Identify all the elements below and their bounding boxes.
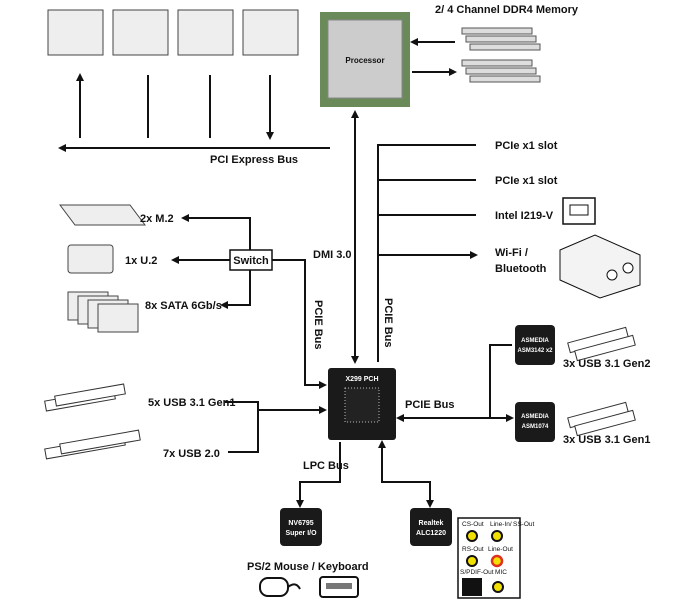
gpu-arrows <box>80 75 270 138</box>
lan-label: Intel I219-V <box>495 210 554 222</box>
asm3142-chip <box>515 325 555 365</box>
sata-label: 8x SATA 6Gb/s <box>145 300 222 312</box>
pcie-branch-lines <box>377 144 475 362</box>
dmi-label: DMI 3.0 <box>313 249 352 261</box>
usb31-gen1-left-label: 5x USB 3.1 Gen1 <box>148 397 235 409</box>
memory-label: 2/ 4 Channel DDR4 Memory <box>435 4 579 16</box>
pch-label: X299 PCH <box>345 376 378 383</box>
m2-label: 2x M.2 <box>140 213 174 225</box>
asm3142-label: ASMEDIA <box>521 338 549 344</box>
ethernet-port-icon <box>562 197 596 225</box>
wifi-label: Wi-Fi / <box>495 247 528 259</box>
audio-ss-out: SS-Out <box>513 521 535 528</box>
switch-box <box>229 249 273 271</box>
pcie-x1-slot-label-2: PCIe x1 slot <box>495 175 558 187</box>
superio-sub: Super I/O <box>285 530 317 537</box>
memory-arrows <box>412 42 455 72</box>
audio-line-out: Line-Out <box>488 546 513 553</box>
sata-drive-icon <box>67 291 139 333</box>
realtek-label: Realtek <box>419 520 444 527</box>
pcie-bus-center-label: PCIE Bus <box>382 298 394 348</box>
processor-chip: Processor <box>320 12 410 107</box>
audio-panel: CS-Out Line-In/ SS-Out RS-Out Line-Out S… <box>457 517 535 599</box>
realtek-chip <box>410 508 452 546</box>
audio-mic: MIC <box>495 569 507 576</box>
bluetooth-label: Bluetooth <box>495 263 547 275</box>
audio-rs-out: RS-Out <box>462 546 484 553</box>
usb-drive-icon <box>44 326 636 460</box>
asm1074-chip <box>515 402 555 442</box>
realtek-model: ALC1220 <box>416 530 446 537</box>
wifi-module-icon <box>559 234 641 299</box>
usb31-gen1-right-label: 3x USB 3.1 Gen1 <box>563 434 650 446</box>
keyboard-icon <box>319 576 359 598</box>
switch-label: Switch <box>233 255 269 267</box>
pci-express-bus-label: PCI Express Bus <box>210 154 298 166</box>
asm3142-model: ASM3142 x2 <box>517 348 553 354</box>
switch-pch-line <box>270 259 327 389</box>
usb31-gen2-label: 3x USB 3.1 Gen2 <box>563 358 650 370</box>
graphics-card-icon <box>47 9 299 56</box>
u2-drive-icon <box>67 244 114 274</box>
memory-module-icon <box>461 27 541 83</box>
m2-drive-icon <box>59 204 146 226</box>
audio-line-in: Line-In/ <box>490 521 512 528</box>
superio-label: NV6795 <box>288 520 313 527</box>
audio-spdif: S/PDIF-Out <box>460 569 494 576</box>
asm1074-label: ASMEDIA <box>521 414 549 420</box>
asm1074-model: ASM1074 <box>522 424 549 430</box>
u2-label: 1x U.2 <box>125 255 157 267</box>
usb20-label: 7x USB 2.0 <box>163 448 220 460</box>
pcie-x1-slot-label: PCIe x1 slot <box>495 140 558 152</box>
lpc-bus-label: LPC Bus <box>303 460 349 472</box>
processor-label: Processor <box>345 56 384 65</box>
mouse-icon <box>259 577 301 597</box>
ps2-label: PS/2 Mouse / Keyboard <box>247 561 369 573</box>
audio-cs-out: CS-Out <box>462 521 484 528</box>
pcie-bus-right-label: PCIE Bus <box>405 399 455 411</box>
pch-chip: X299 PCH <box>328 368 396 440</box>
pcie-bus-left-label: PCIE Bus <box>312 300 324 350</box>
superio-chip <box>280 508 322 546</box>
